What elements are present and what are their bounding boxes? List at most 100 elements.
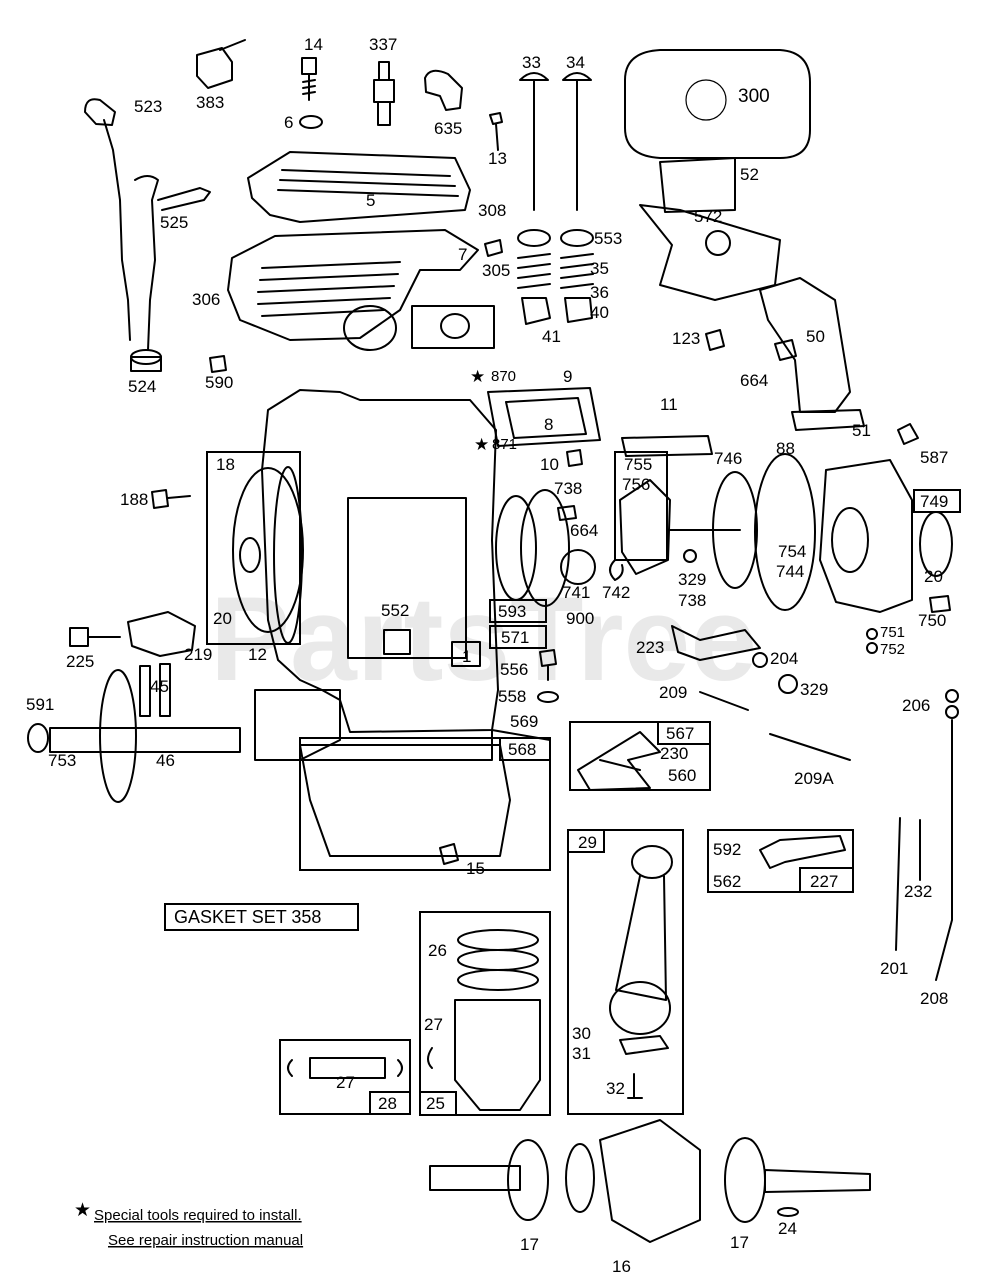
label-51: 51 xyxy=(852,421,871,440)
note-star-icon: ★ xyxy=(74,1200,91,1221)
part-204-washer-icon xyxy=(752,652,768,668)
label-123: 123 xyxy=(672,329,700,348)
label-18: 18 xyxy=(216,455,235,474)
label-27-a: 27 xyxy=(424,1015,443,1034)
label-24: 24 xyxy=(778,1219,797,1238)
part-25-box xyxy=(419,911,551,1116)
label-17-a: 17 xyxy=(520,1235,539,1254)
part-755-box xyxy=(614,451,668,561)
label-560: 560 xyxy=(668,766,696,785)
label-592: 592 xyxy=(713,840,741,859)
part-209-spring-icon xyxy=(699,691,749,711)
part-738-washer-icon xyxy=(557,505,577,521)
label-208: 208 xyxy=(920,989,948,1008)
part-28-pin-icon xyxy=(309,1057,386,1079)
part-664-screw-icon xyxy=(774,339,797,361)
label-308: 308 xyxy=(478,201,506,220)
label-9: 9 xyxy=(563,367,572,386)
label-305: 305 xyxy=(482,261,510,280)
label-1: 1 xyxy=(462,647,471,666)
part-553-retainer-icon xyxy=(560,229,594,247)
part-28-box xyxy=(279,1039,411,1115)
part-227-label-box xyxy=(799,867,854,893)
label-754: 754 xyxy=(778,542,806,561)
label-738-b: 738 xyxy=(678,591,706,610)
part-45-lifter-a-icon xyxy=(139,665,151,717)
label-50: 50 xyxy=(806,327,825,346)
label-306: 306 xyxy=(192,290,220,309)
label-16: 16 xyxy=(612,1257,631,1276)
label-556: 556 xyxy=(500,660,528,679)
part-560-pin-icon xyxy=(599,759,641,771)
part-26-piston-rings-icon xyxy=(457,929,539,991)
label-587: 587 xyxy=(920,448,948,467)
label-635: 635 xyxy=(434,119,462,138)
label-524: 524 xyxy=(128,377,156,396)
part-568-box xyxy=(299,737,551,871)
label-36: 36 xyxy=(590,283,609,302)
label-26: 26 xyxy=(428,941,447,960)
part-571-box xyxy=(489,625,547,649)
part-34-valve-icon xyxy=(562,72,592,211)
part-572-bracket-icon xyxy=(639,204,781,301)
label-201: 201 xyxy=(880,959,908,978)
label-88: 88 xyxy=(776,439,795,458)
part-383-socket-icon xyxy=(196,39,246,89)
label-223: 223 xyxy=(636,638,664,657)
part-567-label-box xyxy=(657,721,711,745)
label-41: 41 xyxy=(542,327,561,346)
part-525-dipstick-tube-icon xyxy=(134,175,211,351)
label-553: 553 xyxy=(594,229,622,248)
label-590: 590 xyxy=(205,373,233,392)
label-188: 188 xyxy=(120,490,148,509)
gasket-set-box xyxy=(164,903,359,931)
part-870-gasket-icon xyxy=(411,305,495,349)
part-27-clip-right-icon xyxy=(397,1059,403,1077)
label-337: 337 xyxy=(369,35,397,54)
label-27-b: 27 xyxy=(336,1073,355,1092)
part-742-clip-icon xyxy=(609,559,624,581)
part-28-label-box xyxy=(369,1091,411,1115)
label-10: 10 xyxy=(540,455,559,474)
part-568-label-box xyxy=(499,737,551,761)
part-590-screw-icon xyxy=(209,355,227,373)
label-209A: 209A xyxy=(794,769,834,788)
star-icon-871: ★ xyxy=(474,435,489,454)
part-45-lifter-b-icon xyxy=(159,663,171,717)
part-labels: 14 337 33 34 300 523 383 6 635 13 52 572… xyxy=(26,35,948,1276)
part-29-box xyxy=(567,829,684,1115)
label-52: 52 xyxy=(740,165,759,184)
part-567-bracket-icon xyxy=(577,731,661,791)
part-50-intake-manifold-icon xyxy=(759,277,851,413)
label-20-a: 20 xyxy=(213,609,232,628)
label-300: 300 xyxy=(738,86,770,107)
label-567: 567 xyxy=(666,724,694,743)
part-36-spring-icon xyxy=(560,253,594,289)
part-219-lever-icon xyxy=(127,611,196,657)
label-219: 219 xyxy=(184,645,212,664)
label-591: 591 xyxy=(26,695,54,714)
label-230: 230 xyxy=(660,744,688,763)
label-227: 227 xyxy=(810,872,838,891)
part-10-screw-icon xyxy=(566,449,583,467)
part-587-clip-icon xyxy=(897,423,919,445)
part-16-crankshaft-icon xyxy=(429,1119,871,1243)
label-571: 571 xyxy=(501,628,529,647)
label-562: 562 xyxy=(713,872,741,891)
label-206: 206 xyxy=(902,696,930,715)
label-34: 34 xyxy=(566,53,585,72)
label-870: 870 xyxy=(491,368,516,385)
part-741-gear-icon xyxy=(560,549,596,585)
label-746: 746 xyxy=(714,449,742,468)
part-567-box xyxy=(569,721,711,791)
part-300-air-filter-icon xyxy=(624,49,811,159)
part-46-camshaft-icon xyxy=(49,669,241,803)
part-123-screw-icon xyxy=(705,329,725,351)
part-556-screw-icon xyxy=(539,649,557,681)
part-524-seal-body xyxy=(130,356,162,372)
part-29-label-box xyxy=(567,829,605,853)
label-225: 225 xyxy=(66,652,94,671)
label-20-b: 20 xyxy=(924,567,943,586)
part-11-tube-icon xyxy=(621,435,713,457)
part-751-washer-icon xyxy=(866,628,878,640)
